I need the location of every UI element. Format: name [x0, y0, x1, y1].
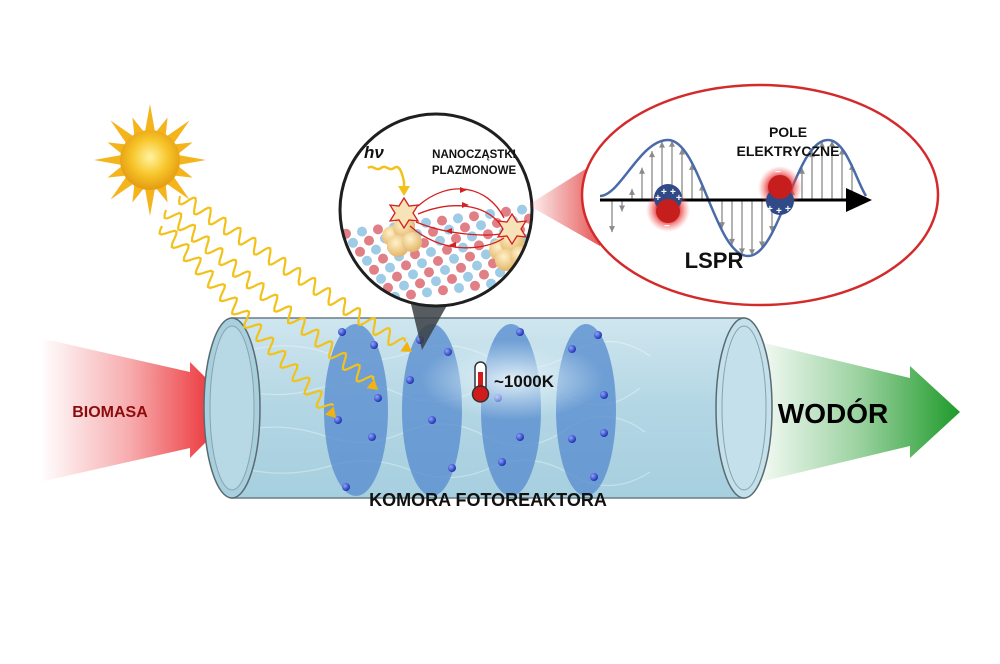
- magnifier-pointer: [410, 300, 450, 350]
- photon-label: hν: [364, 143, 384, 162]
- hydrogen-label: WODÓR: [778, 398, 888, 429]
- sun-icon: [94, 104, 206, 216]
- particle: [516, 433, 524, 441]
- particle: [448, 464, 456, 472]
- svg-text:+: +: [676, 193, 682, 204]
- particle: [590, 473, 598, 481]
- hydrogen-output-arrow: WODÓR: [760, 342, 960, 482]
- lspr-label: LSPR: [685, 248, 744, 273]
- nanoparticle-magnifier: hν NANOCZĄSTKI PLAZMONOWE: [338, 112, 534, 308]
- thermometer-icon: [471, 361, 490, 403]
- hot-spot-glow: [420, 340, 604, 420]
- particle: [342, 483, 350, 491]
- particle: [594, 331, 602, 339]
- nanoparticles: [382, 187, 530, 271]
- field-label-line1: POLE: [769, 124, 807, 140]
- photon-wave: [367, 165, 406, 192]
- particle: [374, 394, 382, 402]
- svg-text:+: +: [776, 206, 782, 217]
- particle: [428, 416, 436, 424]
- particle: [370, 341, 378, 349]
- particle: [600, 391, 608, 399]
- light-waves: [158, 195, 412, 418]
- particle: [568, 435, 576, 443]
- particle: [516, 328, 524, 336]
- nanoparticles-label-line1: NANOCZĄSTKI: [432, 149, 516, 161]
- temperature-label: ~1000K: [494, 372, 555, 391]
- biomass-label: BIOMASA: [72, 404, 148, 421]
- svg-text:+: +: [767, 204, 773, 215]
- svg-text:−: −: [775, 167, 781, 178]
- particle: [406, 376, 414, 384]
- particle: [600, 429, 608, 437]
- field-label-line2: ELEKTRYCZNE: [737, 143, 840, 159]
- chamber-label: KOMORA FOTOREAKTORA: [369, 490, 607, 510]
- svg-text:+: +: [661, 187, 667, 198]
- zoom-cone: [528, 160, 600, 246]
- svg-text:+: +: [670, 187, 676, 198]
- svg-text:+: +: [655, 193, 661, 204]
- electric-field-wave: [599, 138, 868, 258]
- lspr-panel: + + + + − − + + + POLE ELEKTRYCZNE LSPR: [580, 83, 940, 307]
- plasmon-particle: + + + + −: [646, 184, 690, 232]
- nanoparticles-label-line2: PLAZMONOWE: [432, 165, 517, 177]
- particle: [498, 458, 506, 466]
- catalyst-disc: [324, 324, 388, 496]
- svg-text:+: +: [785, 204, 791, 215]
- particle: [368, 433, 376, 441]
- svg-text:−: −: [664, 221, 670, 232]
- biomass-input-arrow: BIOMASA: [40, 338, 238, 482]
- particle: [338, 328, 346, 336]
- plasmon-particle: − + + +: [758, 166, 802, 217]
